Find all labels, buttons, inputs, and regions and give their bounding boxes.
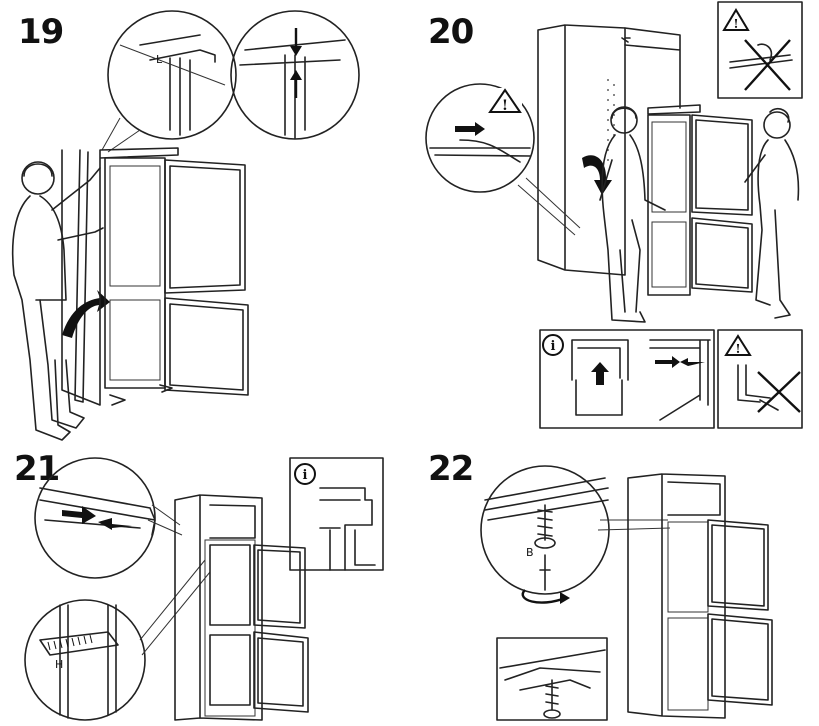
step-21-illustration: H i <box>24 457 384 721</box>
step-number-21: 21 <box>14 449 60 489</box>
step-19-detail-hinge-left: L <box>107 10 237 140</box>
step-20-illustration: ! ! <box>425 1 803 429</box>
step-19-illustration: L <box>11 10 360 441</box>
info-panel-21: i <box>289 457 384 571</box>
fridge-step-20 <box>647 104 753 296</box>
warning-icon: ! <box>488 88 522 114</box>
step-22-detail-bracket <box>496 637 608 721</box>
info-icon <box>542 334 564 356</box>
step-number-19: 19 <box>18 12 64 52</box>
warning-panel-20-top: ! <box>717 1 803 99</box>
cabinet-step-22 <box>627 473 773 719</box>
person-installer-20-left <box>599 106 666 323</box>
svg-text:!: ! <box>502 98 508 114</box>
step-number-22: 22 <box>428 449 474 489</box>
warning-panel-20-bottom: ! <box>717 329 803 429</box>
label-b: B <box>526 546 534 559</box>
info-panel-20: i <box>539 329 715 429</box>
step-22-detail-screw-b: B <box>480 465 610 604</box>
step-22-illustration: B <box>480 465 773 721</box>
person-installer-20-right <box>744 107 800 319</box>
warning-icon-glyph: ! <box>735 342 740 356</box>
fridge-step-19 <box>61 147 249 406</box>
info-icon <box>294 463 316 485</box>
label-l: L <box>156 53 163 66</box>
warning-icon <box>722 8 750 31</box>
cabinet-step-21 <box>174 494 309 721</box>
step-21-detail-door-edge <box>34 457 156 579</box>
step-20-detail-cable: ! <box>425 83 535 193</box>
warning-icon-glyph: ! <box>733 17 738 31</box>
info-icon-glyph: i <box>303 468 308 483</box>
step-21-detail-template-h: H <box>24 599 146 721</box>
label-h: H <box>55 658 63 671</box>
person-installer-19 <box>11 161 104 441</box>
info-icon-glyph: i <box>551 339 556 354</box>
warning-icon <box>724 334 752 356</box>
step-number-20: 20 <box>428 12 474 52</box>
step-19-detail-gap-arrows <box>230 10 360 140</box>
